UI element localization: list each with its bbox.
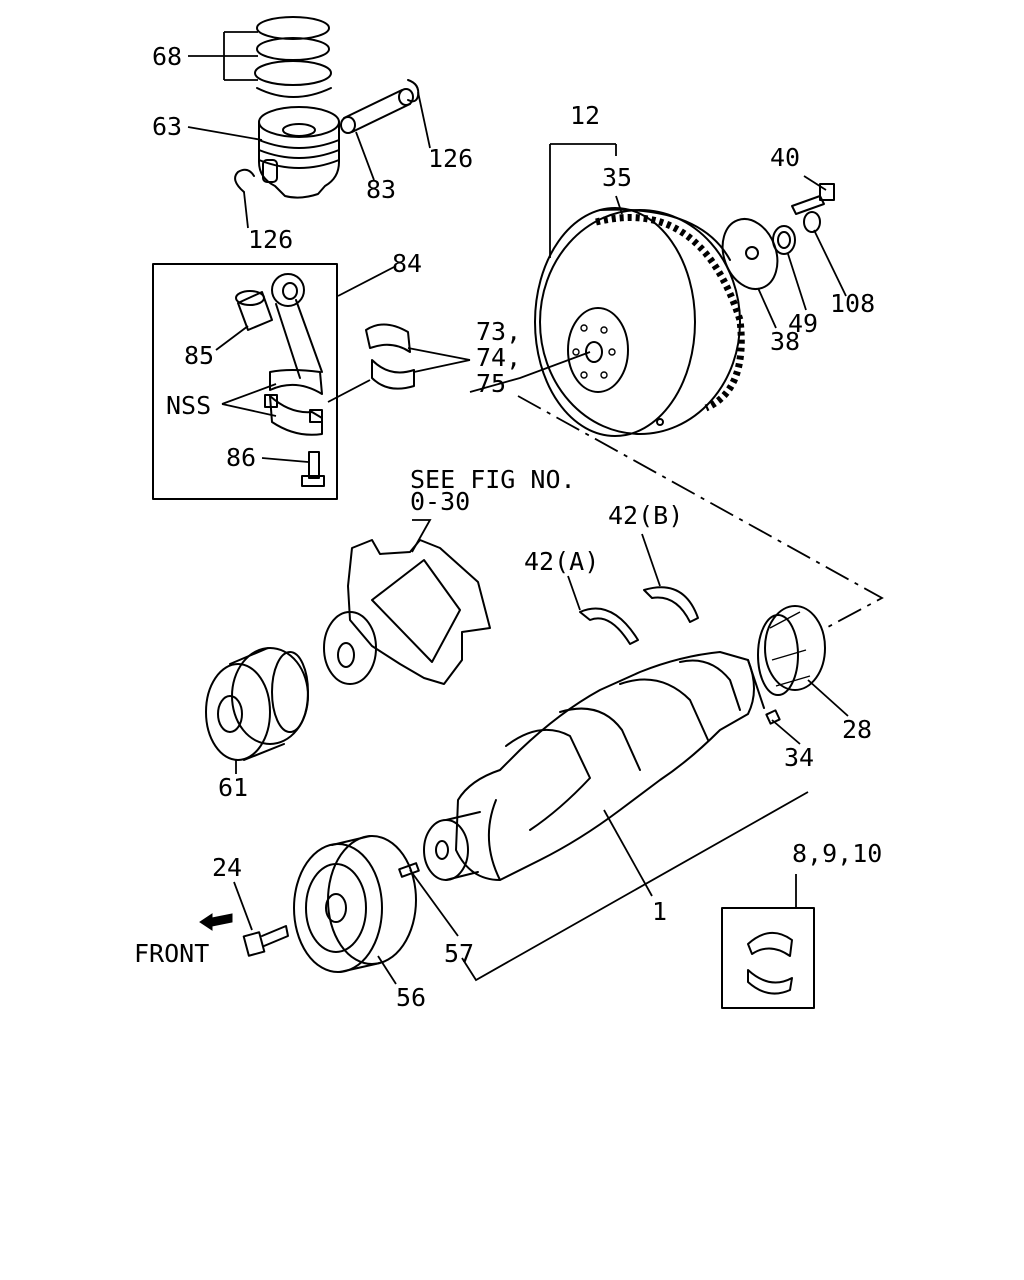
callout-63: 63 [152, 112, 182, 141]
callout-38: 38 [770, 327, 800, 356]
callout-57: 57 [444, 939, 474, 968]
callout-1: 1 [652, 897, 667, 926]
callout-75: 75 [476, 369, 506, 398]
callout-74: 74, [476, 343, 521, 372]
callout-61: 61 [218, 773, 248, 802]
callout-8-9-10: 8,9,10 [792, 839, 882, 868]
connecting-rod [264, 273, 323, 436]
crankshaft [455, 651, 765, 881]
ring-gear-teeth [595, 214, 745, 412]
callout-42a: 42(A) [524, 547, 599, 576]
flywheel-bolt [791, 183, 835, 215]
thrust-washer-b [643, 586, 699, 623]
callout-nss: NSS [166, 391, 211, 420]
snap-ring-left [234, 168, 255, 193]
callout-34: 34 [784, 743, 814, 772]
water-pump [323, 539, 491, 685]
crank-pulley-bolt [242, 925, 289, 957]
see-fig-line-2: 0-30 [410, 487, 470, 516]
callout-108: 108 [830, 289, 875, 318]
leader-lines [187, 31, 849, 985]
crankshaft-pulley [293, 835, 417, 973]
piston [258, 106, 340, 199]
callout-35: 35 [602, 163, 632, 192]
callout-83: 83 [366, 175, 396, 204]
pilot-bearing [772, 225, 796, 255]
connecting-rod-bolt [301, 451, 325, 487]
callout-73: 73, [476, 317, 521, 346]
washer [803, 211, 821, 233]
callout-labels: 68 63 126 83 126 84 85 73, 74, 75 NSS 86… [134, 42, 882, 1012]
callout-68: 68 [152, 42, 182, 71]
piston-rings [254, 16, 332, 98]
rod-bearing-shells [365, 323, 415, 390]
thrust-washer-a [579, 607, 639, 645]
callout-126-top: 126 [428, 144, 473, 173]
flywheel [534, 207, 741, 437]
front-label: FRONT [134, 939, 209, 968]
small-end-bushing [235, 290, 273, 331]
callout-126-left: 126 [248, 225, 293, 254]
callout-56: 56 [396, 983, 426, 1012]
main-bearing-lower [747, 969, 793, 995]
callout-86: 86 [226, 443, 256, 472]
crankshaft-nose [423, 811, 481, 881]
main-bearing-upper [747, 932, 793, 957]
callout-85: 85 [184, 341, 214, 370]
callout-24: 24 [212, 853, 242, 882]
callout-42b: 42(B) [608, 501, 683, 530]
callout-28: 28 [842, 715, 872, 744]
callout-12: 12 [570, 101, 600, 130]
flywheel-alignment-line [517, 395, 884, 629]
callout-40: 40 [770, 143, 800, 172]
flywheel-plate [721, 218, 779, 290]
see-fig-line-1: SEE FIG NO. [410, 465, 576, 494]
connecting-rod-box [152, 263, 338, 500]
callout-49: 49 [788, 309, 818, 338]
arrow-front-icon [199, 913, 233, 931]
pin-57 [398, 862, 420, 878]
crankshaft-gear [757, 605, 826, 696]
water-pump-pulley [205, 647, 309, 761]
main-bearing-box [721, 907, 815, 1009]
callout-84: 84 [392, 249, 422, 278]
piston-pin [340, 88, 414, 134]
